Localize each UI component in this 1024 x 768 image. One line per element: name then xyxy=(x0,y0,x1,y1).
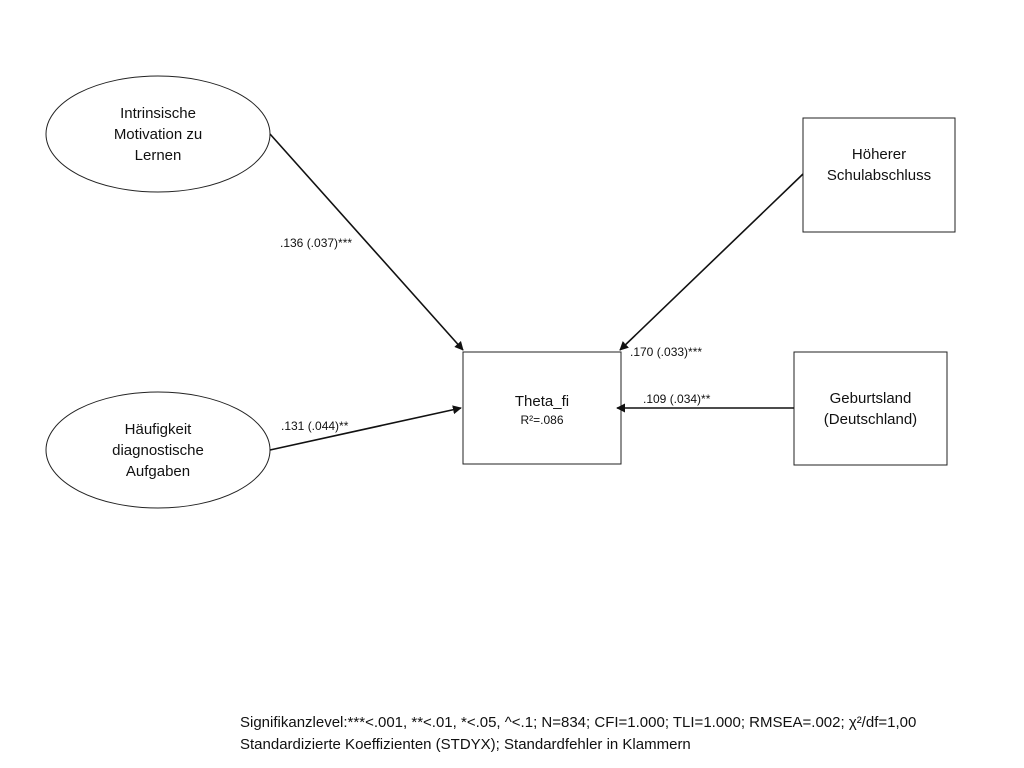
birth-country-line-2: (Deutschland) xyxy=(823,411,918,428)
higher-school-label: Höherer Schulabschluss xyxy=(803,143,955,187)
theta-label: Theta_fi R²=.086 xyxy=(463,390,621,428)
intrinsic-motivation-line-2: Motivation zu xyxy=(113,125,203,143)
higher-school-line-2: Schulabschluss xyxy=(826,167,932,184)
theta-box xyxy=(462,351,622,465)
path-arrow-school-to-theta xyxy=(619,173,804,351)
coef-country-to-theta: .109 (.034)** xyxy=(643,392,711,406)
higher-school-line-1: Höherer xyxy=(851,146,907,163)
birth-country-line-1: Geburtsland xyxy=(829,390,912,407)
footnote-coefficients: Standardizierte Koeffizienten (STDYX); S… xyxy=(240,736,691,753)
footnote: Signifikanzlevel:***<.001, **<.01, *<.05… xyxy=(240,712,916,756)
theta-r-squared: R²=.086 xyxy=(520,412,564,427)
diagnostic-tasks-label: Häufigkeit diagnostische Aufgaben xyxy=(58,416,258,484)
theta-name: Theta_fi xyxy=(514,392,570,410)
birth-country-box xyxy=(793,351,948,466)
intrinsic-motivation-label: Intrinsische Motivation zu Lernen xyxy=(58,100,258,168)
diagnostic-tasks-line-1: Häufigkeit xyxy=(124,420,192,438)
footnote-significance: Signifikanzlevel:***<.001, **<.01, *<.05… xyxy=(240,714,917,731)
coef-diagnostic-to-theta: .131 (.044)** xyxy=(281,419,349,433)
intrinsic-motivation-line-1: Intrinsische xyxy=(120,104,196,122)
path-arrow-intrinsic-to-theta xyxy=(269,133,464,351)
coef-school-to-theta: .170 (.033)*** xyxy=(630,345,703,359)
intrinsic-motivation-line-3: Lernen xyxy=(134,146,182,164)
path-arrow-diagnostic-to-theta xyxy=(269,405,462,451)
diagnostic-tasks-line-2: diagnostische xyxy=(112,441,204,459)
birth-country-label: Geburtsland (Deutschland) xyxy=(794,387,947,431)
higher-school-box xyxy=(802,117,956,233)
diagnostic-tasks-line-3: Aufgaben xyxy=(125,462,191,480)
coef-intrinsic-to-theta: .136 (.037)*** xyxy=(280,236,353,250)
